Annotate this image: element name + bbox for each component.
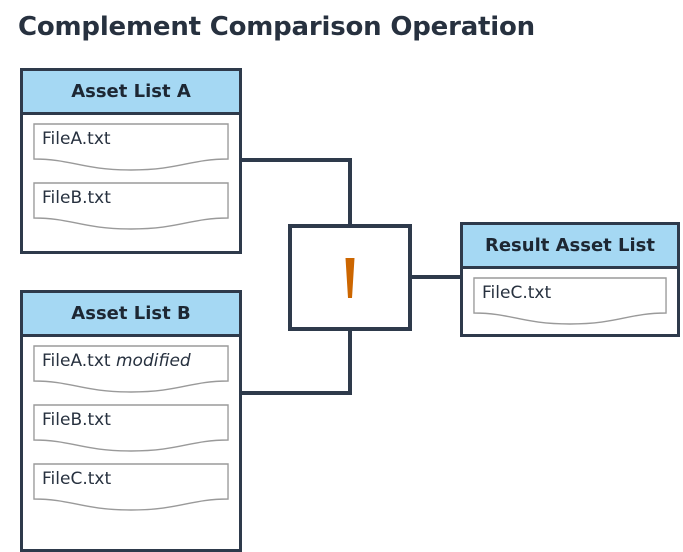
asset-list-b-panel[interactable]: Asset List B FileA.txt modified FileB.tx…: [20, 290, 242, 552]
file-item[interactable]: FileC.txt: [473, 277, 667, 325]
result-asset-list-body: FileC.txt: [463, 269, 677, 334]
file-name: FileB.txt: [42, 188, 111, 208]
file-name: FileB.txt: [42, 410, 111, 430]
file-label: FileB.txt: [42, 410, 111, 430]
file-label: FileA.txt modified: [42, 351, 191, 371]
file-name: FileC.txt: [42, 469, 112, 489]
file-item[interactable]: FileA.txt: [33, 123, 229, 171]
connector-list-a-to-operation: [242, 158, 352, 226]
file-modifier: modified: [115, 351, 191, 371]
wedge-marker-icon: [345, 257, 355, 298]
file-label: FileC.txt: [482, 283, 551, 303]
result-asset-list-panel[interactable]: Result Asset List FileC.txt: [460, 222, 680, 337]
connector-list-b-to-operation: [242, 329, 352, 395]
file-item[interactable]: FileB.txt: [33, 404, 229, 452]
document-icon: [33, 123, 229, 171]
document-icon: [33, 345, 229, 393]
file-item[interactable]: FileB.txt: [33, 182, 229, 230]
file-item[interactable]: FileA.txt modified: [33, 345, 229, 393]
file-name: FileA.txt: [42, 351, 111, 371]
document-icon: [473, 277, 667, 325]
document-icon: [33, 404, 229, 452]
asset-list-b-header: Asset List B: [23, 293, 239, 337]
document-icon: [33, 182, 229, 230]
result-asset-list-header: Result Asset List: [463, 225, 677, 269]
asset-list-a-panel[interactable]: Asset List A FileA.txt FileB.txt: [20, 68, 242, 254]
document-icon: [33, 463, 229, 511]
file-label: FileA.txt: [42, 129, 111, 149]
file-label: FileC.txt: [42, 469, 111, 489]
asset-list-a-body: FileA.txt FileB.txt: [23, 115, 239, 251]
asset-list-b-body: FileA.txt modified FileB.txt FileC.txt: [23, 337, 239, 549]
asset-list-a-header: Asset List A: [23, 71, 239, 115]
file-name: FileA.txt: [42, 129, 111, 149]
page-title: Complement Comparison Operation: [18, 12, 535, 42]
file-item[interactable]: FileC.txt: [33, 463, 229, 511]
file-name: FileC.txt: [482, 283, 552, 303]
complement-operation-box[interactable]: [288, 224, 412, 331]
file-label: FileB.txt: [42, 188, 111, 208]
